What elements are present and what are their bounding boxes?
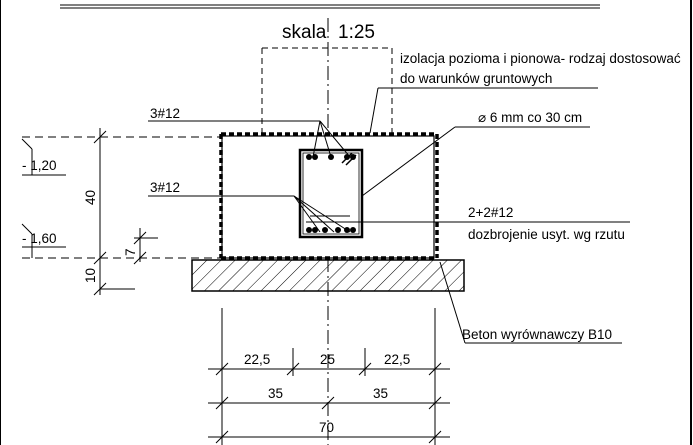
label-top-bars: 3#12 (150, 106, 180, 121)
level-lines (22, 136, 222, 259)
insulation-outline (219, 132, 439, 260)
scale-callout (261, 47, 393, 135)
horizontal-dimension-lines (208, 308, 450, 445)
label-extra-bars: 2+2#12 (468, 205, 513, 220)
label-insulation-1: izolacja pozioma i pionowa- rodzaj dosto… (400, 51, 681, 66)
dim-cover: 7 (123, 248, 138, 256)
stirrup-cage (298, 148, 364, 239)
label-bottom-bars: 3#12 (150, 180, 180, 195)
dim-row1-right: 22,5 (384, 352, 410, 367)
leader-lines (148, 87, 630, 344)
level-marker-top (21, 138, 66, 176)
label-insulation-2: do warunków gruntowych (400, 71, 552, 86)
label-extra-note: dozbrojenie usyt. wg rzutu (468, 227, 625, 242)
level-marker-bottom (21, 223, 66, 258)
vertical-dimension-lines (93, 128, 158, 296)
lean-concrete-base (191, 259, 465, 292)
dim-row1-middle: 25 (320, 352, 335, 367)
dim-lean-thickness: 10 (83, 268, 98, 283)
scale-label: skala (282, 22, 327, 43)
dim-height: 40 (83, 190, 98, 205)
dim-total: 70 (319, 420, 334, 435)
label-stirrups: ⌀ 6 mm co 30 cm (478, 110, 582, 125)
level-top: - 1,20 (22, 158, 57, 173)
dim-row2-right: 35 (373, 386, 388, 401)
label-lean-concrete: Beton wyrównawczy B10 (462, 327, 612, 342)
scale-value: 1:25 (338, 22, 375, 43)
level-bottom: - 1,60 (22, 231, 57, 246)
footing-body (221, 135, 435, 259)
dim-row1-left: 22,5 (244, 352, 270, 367)
dim-row2-left: 35 (268, 386, 283, 401)
stirrup-inner (302, 152, 360, 235)
